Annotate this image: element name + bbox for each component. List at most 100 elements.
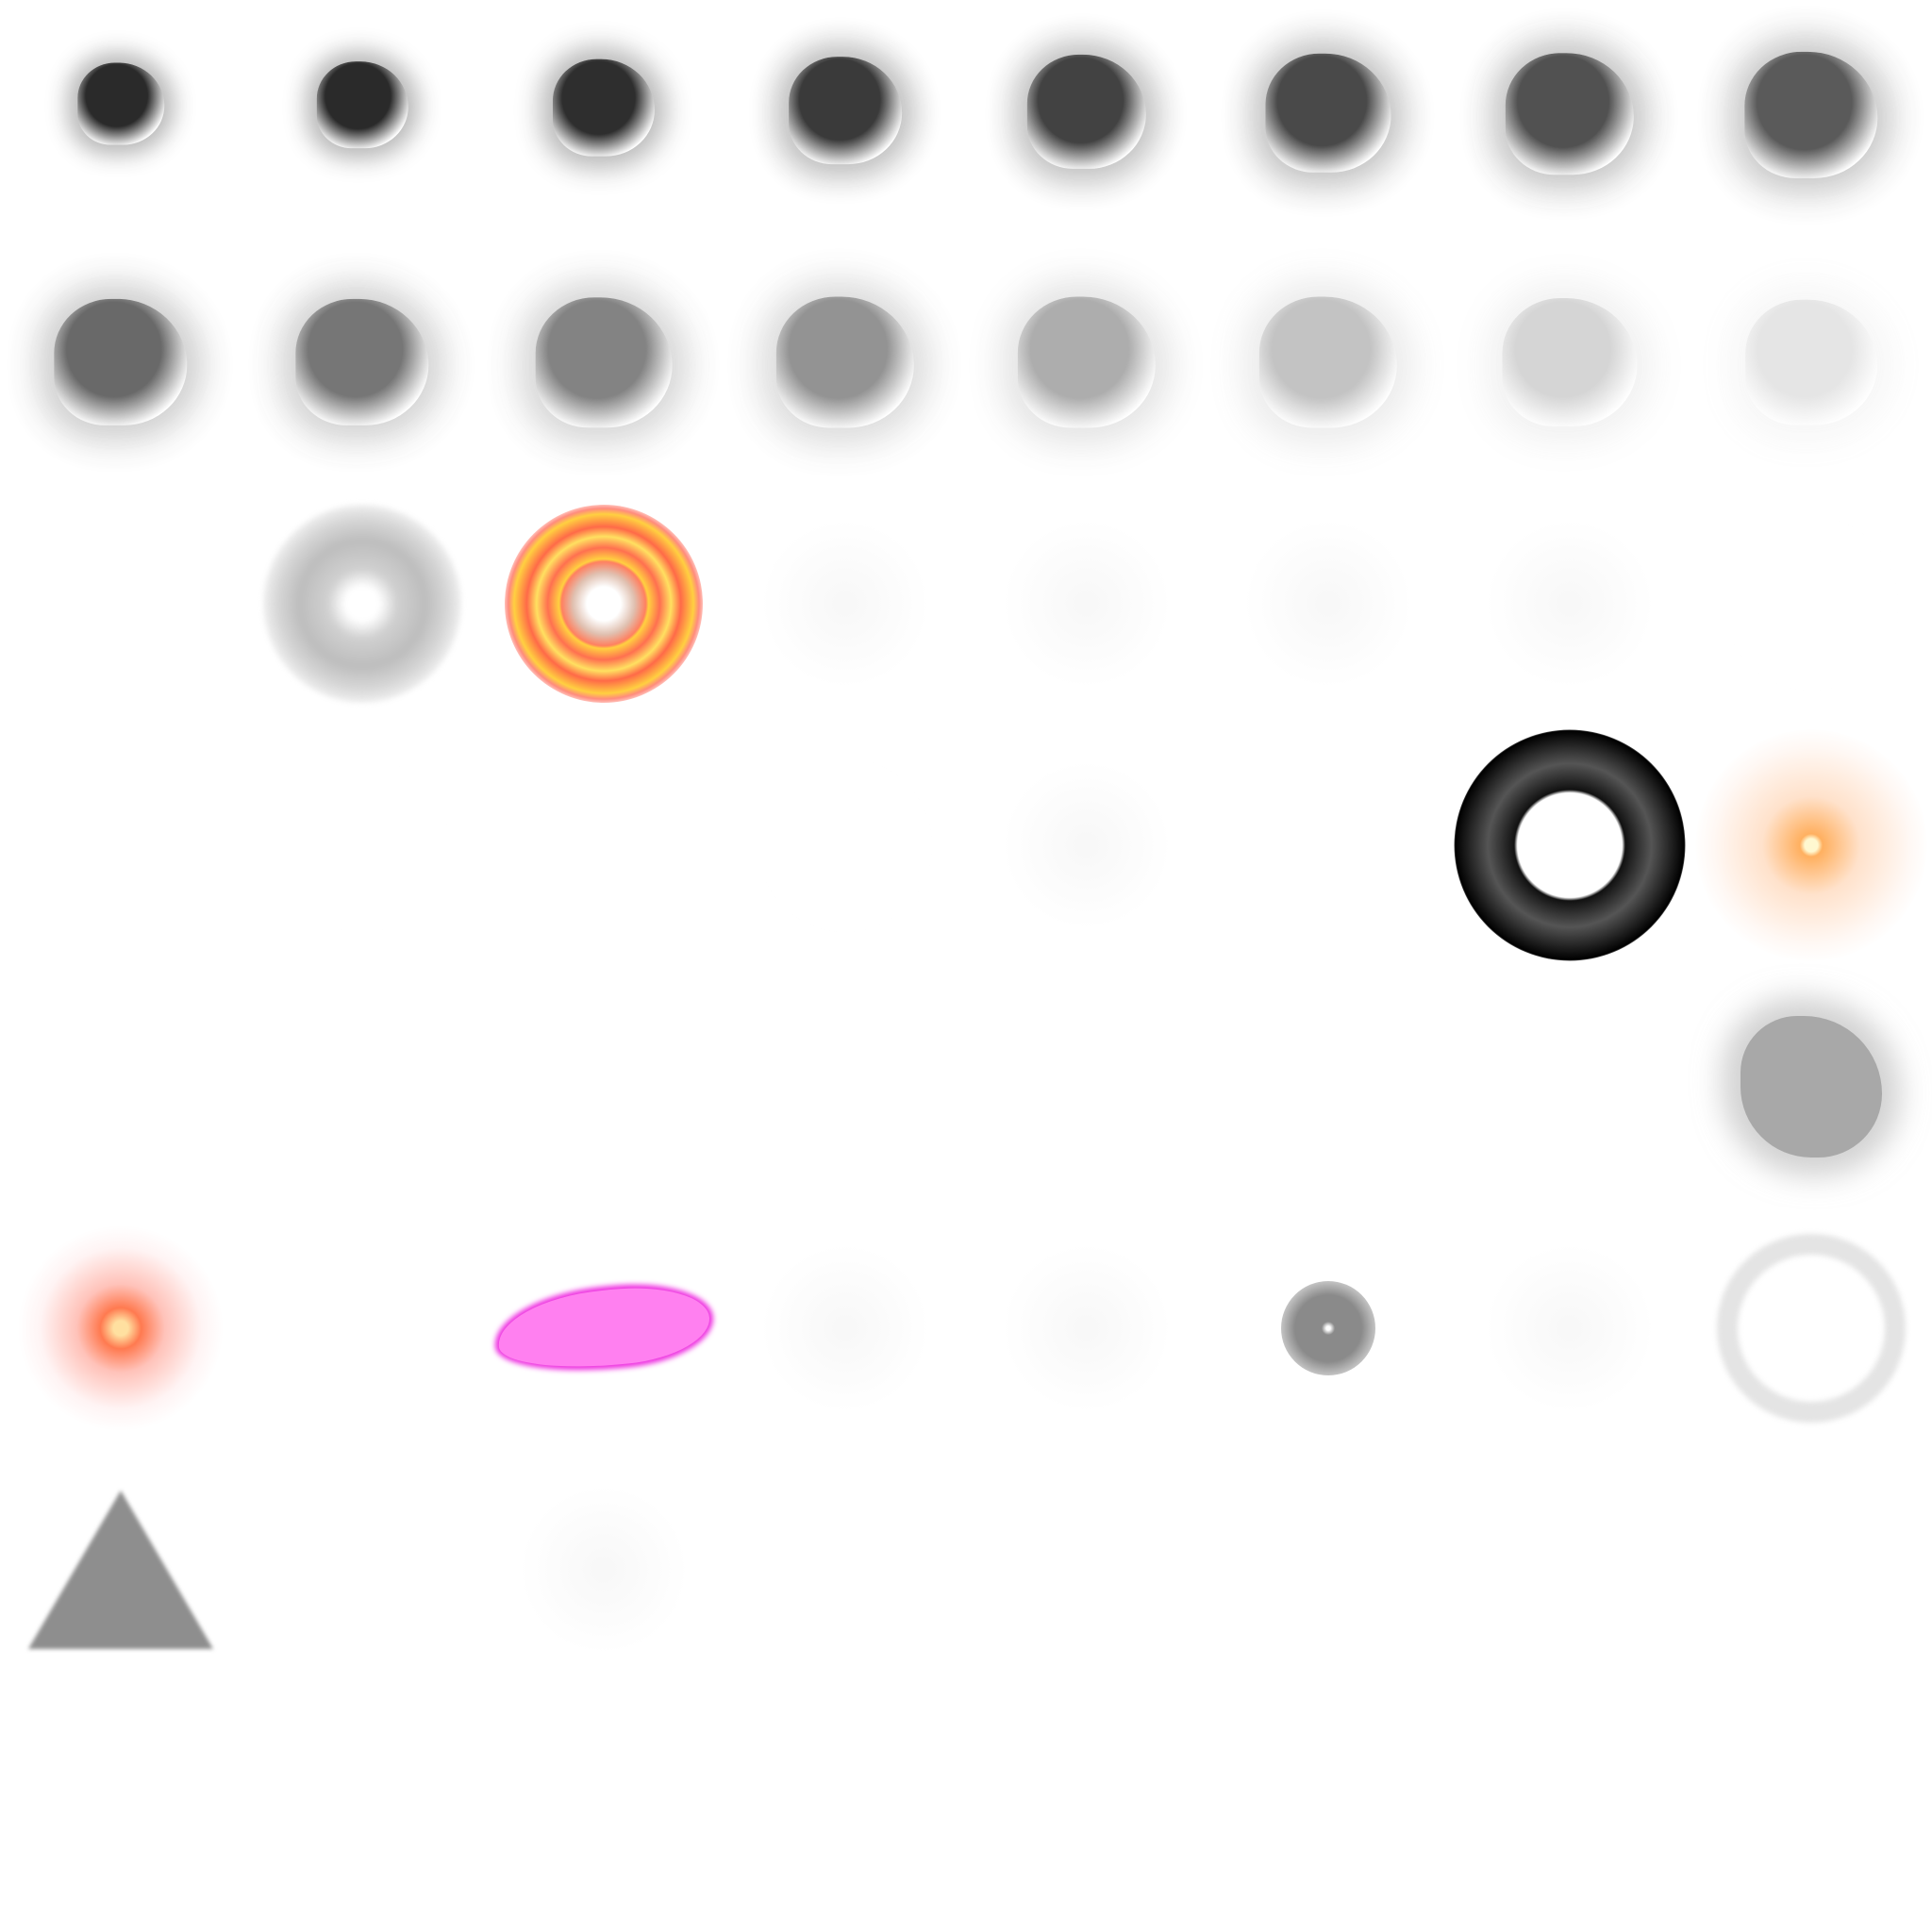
grey-dot-sprite [1281, 1281, 1375, 1375]
sprite-cell [1690, 724, 1932, 966]
sprite-cell [242, 483, 483, 724]
sprite-cell [0, 0, 242, 242]
sprite-cell [1208, 0, 1449, 242]
sprite-cell [242, 0, 483, 242]
sprite-cell [242, 1208, 483, 1449]
ring-sprite [1724, 516, 1899, 691]
sprite-cell [242, 1690, 483, 1932]
sprite-cell [483, 966, 724, 1208]
sprite-cell [966, 0, 1208, 242]
faint-sprite [760, 519, 930, 689]
sprite-cell [0, 1208, 242, 1449]
sprite-cell [483, 483, 724, 724]
black-ring-sprite [1454, 729, 1686, 961]
sprite-cell [0, 483, 242, 724]
smoke-sprite [54, 298, 188, 426]
sprite-cell [724, 1690, 966, 1932]
sprite-cell [1208, 483, 1449, 724]
faint-sprite [1002, 760, 1172, 930]
faint-sprite [760, 1243, 930, 1413]
sprite-cell [1449, 0, 1690, 242]
smoke-sprite [789, 56, 902, 164]
faint-sprite [1243, 519, 1413, 689]
triangle-sprite [28, 1491, 213, 1649]
sprite-cell [1208, 1208, 1449, 1449]
sprite-cell [483, 1449, 724, 1690]
sprite-cell [1690, 1690, 1932, 1932]
sprite-cell [483, 0, 724, 242]
faint-sprite [1485, 1243, 1655, 1413]
sprite-cell [966, 1449, 1208, 1690]
sprite-cell [724, 1208, 966, 1449]
smoke-sprite [775, 296, 915, 428]
smoke-sprite [1017, 296, 1157, 428]
sprite-cell [1208, 1690, 1449, 1932]
sprite-cell [0, 1449, 242, 1690]
sprite-cell [1449, 1449, 1690, 1690]
swirl-sprite [263, 505, 461, 703]
faint-sprite [1002, 519, 1172, 689]
faint-sprite [1485, 519, 1655, 689]
sprite-cell [1449, 1690, 1690, 1932]
faint-ring-sprite [1717, 1234, 1906, 1423]
sprite-cell [1690, 483, 1932, 724]
sprite-cell [1208, 966, 1449, 1208]
sprite-cell [724, 724, 966, 966]
fire-swirl-sprite [505, 505, 703, 703]
sprite-cell [0, 1690, 242, 1932]
ring-sprite [275, 758, 450, 933]
sprite-cell [966, 1208, 1208, 1449]
faint-sprite [519, 1485, 689, 1655]
sprite-cell [966, 966, 1208, 1208]
sprite-cell [1690, 1449, 1932, 1690]
ring-sprite [516, 758, 691, 933]
sprite-cell [724, 966, 966, 1208]
sprite-cell [1449, 242, 1690, 483]
smoke-sprite [316, 61, 408, 149]
sprite-cell [242, 966, 483, 1208]
sprite-cell [1449, 1208, 1690, 1449]
magenta-blob-sprite [493, 1279, 714, 1377]
sprite-cell [966, 724, 1208, 966]
sprite-cell [483, 242, 724, 483]
sprite-cell [483, 724, 724, 966]
sprite-cell [242, 242, 483, 483]
smoke-sprite [552, 58, 656, 157]
sprite-cell [0, 242, 242, 483]
sprite-cell [1690, 1208, 1932, 1449]
smoke-sprite [535, 297, 673, 427]
red-glow-sprite [17, 1224, 225, 1432]
sprite-cell [483, 1690, 724, 1932]
smoke-sprite [1258, 296, 1398, 428]
sprite-cell [1208, 724, 1449, 966]
sprite-cell [0, 724, 242, 966]
smoke-sprite [1265, 53, 1391, 174]
smoke-sprite [1744, 51, 1878, 179]
smoke-sprite [1026, 55, 1147, 169]
sprite-cell [242, 1449, 483, 1690]
sprite-cell [1449, 483, 1690, 724]
sprite-cell [1690, 0, 1932, 242]
smoke-sprite [1505, 53, 1635, 175]
sprite-cell [724, 1449, 966, 1690]
sprite-cell [966, 1690, 1208, 1932]
sprite-cell [1208, 1449, 1449, 1690]
sprite-cell [1690, 242, 1932, 483]
smoke-sprite [1745, 299, 1877, 425]
sprite-cell [966, 483, 1208, 724]
ring-sprite [758, 758, 933, 933]
smoke-sprite [1502, 298, 1638, 426]
sprite-cell [1449, 724, 1690, 966]
sprite-cell [966, 242, 1208, 483]
sprite-cell [1208, 242, 1449, 483]
sprite-cell [724, 242, 966, 483]
sprite-cell [724, 0, 966, 242]
sprite-cell [483, 1208, 724, 1449]
grey-blob-sprite [1740, 1016, 1882, 1158]
faint-sprite [1002, 1243, 1172, 1413]
smoke-sprite [77, 62, 164, 145]
sprite-cell [724, 483, 966, 724]
sprite-cell [1449, 966, 1690, 1208]
sprite-cell [242, 724, 483, 966]
orange-glow-sprite [1695, 729, 1927, 961]
